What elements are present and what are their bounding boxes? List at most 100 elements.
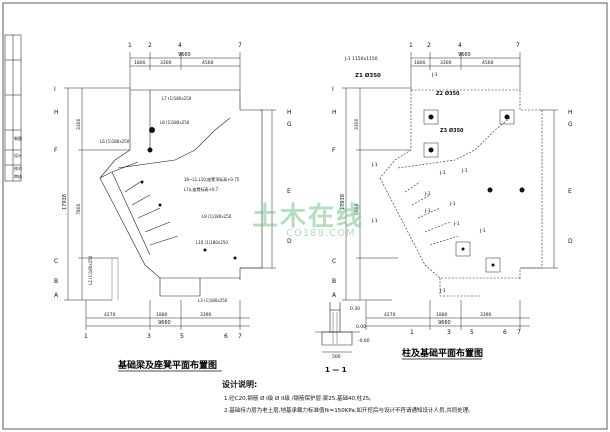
bottom-total-dim: 9660 [158,320,171,326]
column-dot [504,114,510,120]
beam-label: L7 (1)180x250 [162,96,192,101]
column-dot [487,187,493,193]
column-dot [461,247,465,251]
footing-label: J-1 [371,218,378,224]
left-dim: 3300 [76,118,82,130]
bottom-dim: 3390 [480,312,492,318]
left-total-dim: 17938 [62,194,68,210]
footing-label: J-1 [461,168,468,174]
title-block-cell: 校对 [14,165,22,171]
grid-row-label: C [54,258,58,265]
bottom-dim: 4270 [384,312,396,318]
top-dim: 4560 [202,60,214,66]
grid-col-label: 7 [517,329,521,336]
grid-col-label: 4 [458,42,462,49]
column-dot [149,127,155,133]
footing-label: J-1 [439,170,446,176]
grid-row-label: F [54,147,58,154]
grid-row-label: E [568,188,572,195]
column-dot [233,256,237,260]
column-label: Z3 Ø350 [440,127,464,134]
watermark: 土木在线 [252,202,365,232]
left-dim: 7800 [76,203,82,215]
right-dimensions [520,109,558,269]
beam-label: L10 (1)180x250 [196,240,228,245]
grid-row-label: I [332,86,334,93]
section-elev: -0.60 [358,338,370,344]
grid-col-label: 7 [516,42,520,49]
footing-label: J-1 [431,72,438,78]
notes-heading: 设计说明: [222,380,258,389]
top-dim: 3300 [160,60,172,66]
footing-label: J-1 [479,228,486,234]
column-dot [428,114,434,120]
grid-row-label: C [332,258,336,265]
footing-label: J-1 [449,201,456,207]
column-dot [158,203,162,207]
section-detail: 0.30 0.00 -0.60 500 1 — 1 [315,302,370,374]
grid-col-label: 3 [447,329,451,336]
title-block-cell: 设计 [14,152,22,158]
column-dot [140,180,144,184]
grid-col-label: 2 [427,42,431,49]
beam-label: L3 (1)180x250 [198,298,228,303]
left-dimensions [64,87,130,301]
grid-row-label: D [287,238,292,245]
top-dim: 1800 [414,60,426,66]
footing-label: J-1 [424,191,431,197]
left-plan-title: 基础梁及座凳平面布置图 [117,359,217,371]
section-elev: 0.30 [350,306,360,312]
right-plan: 1 2 4 7 9660 1800 3300 4560 J-1 1150x115… [332,42,573,360]
grid-col-label: 5 [180,333,184,340]
footing-label: J-1 [453,221,460,227]
bottom-dim: 3390 [200,312,212,318]
top-dim: 3300 [440,60,452,66]
section-width: 500 [332,354,341,360]
grid-row-label: H [287,109,292,116]
grid-row-label: H [332,109,337,116]
grid-row-label: H [54,109,59,116]
grid-row-label: A [332,292,337,299]
footing-label: J-1 [439,288,446,294]
grid-row-label: G [287,121,292,128]
beam-label: L6 (1)180x250 [100,139,130,144]
right-dimensions [240,109,276,269]
grid-row-label: G [568,121,573,128]
grid-row-label: E [287,188,291,195]
bottom-dim: 1880 [156,312,168,318]
column-dot [519,187,525,193]
footings [423,109,515,273]
grid-col-label: 1 [410,329,414,336]
annotation: L7a,座凳标高+0.7 [184,186,219,192]
beam-label: L2 (1)180x250 [88,255,93,285]
left-total-dim: 17938 [340,194,346,210]
bottom-dim: 4270 [104,312,116,318]
title-block-cell: 审核 [14,173,22,179]
beam-label: L9 (1)180x250 [202,214,232,219]
top-dimensions [129,52,241,90]
title-block [4,34,22,182]
section-elev: 0.00 [356,324,366,330]
beam-label: L8 (1)180x250 [160,120,190,125]
grid-col-label: 7 [238,333,242,340]
grid-col-label: 2 [148,42,152,49]
grid-col-label: 1 [84,333,88,340]
grid-row-label: F [332,147,336,154]
grid-col-label: 3 [147,333,151,340]
notes-line-2: 2.基础持力层为老土层,地基承载力标准值fk=150KPa,如开挖后与设计不符请… [224,408,474,414]
column-dot [203,248,207,252]
foundation-outline [379,89,543,297]
legend-z1: Z1 Ø350 [355,72,381,79]
top-dimensions [410,52,521,90]
top-total-dim: 9660 [178,52,191,58]
watermark-sub: CO188.COM [286,228,356,239]
top-dim: 4560 [482,60,494,66]
left-dim: 3300 [354,118,360,130]
column-dot [147,147,153,153]
grid-col-label: 6 [224,333,228,340]
grid-col-label: 5 [470,329,474,336]
bottom-total-dim: 9660 [438,320,451,326]
top-total-dim: 9660 [458,52,471,58]
grid-row-label: B [54,278,58,285]
column-label: Z2 Ø350 [436,90,460,97]
